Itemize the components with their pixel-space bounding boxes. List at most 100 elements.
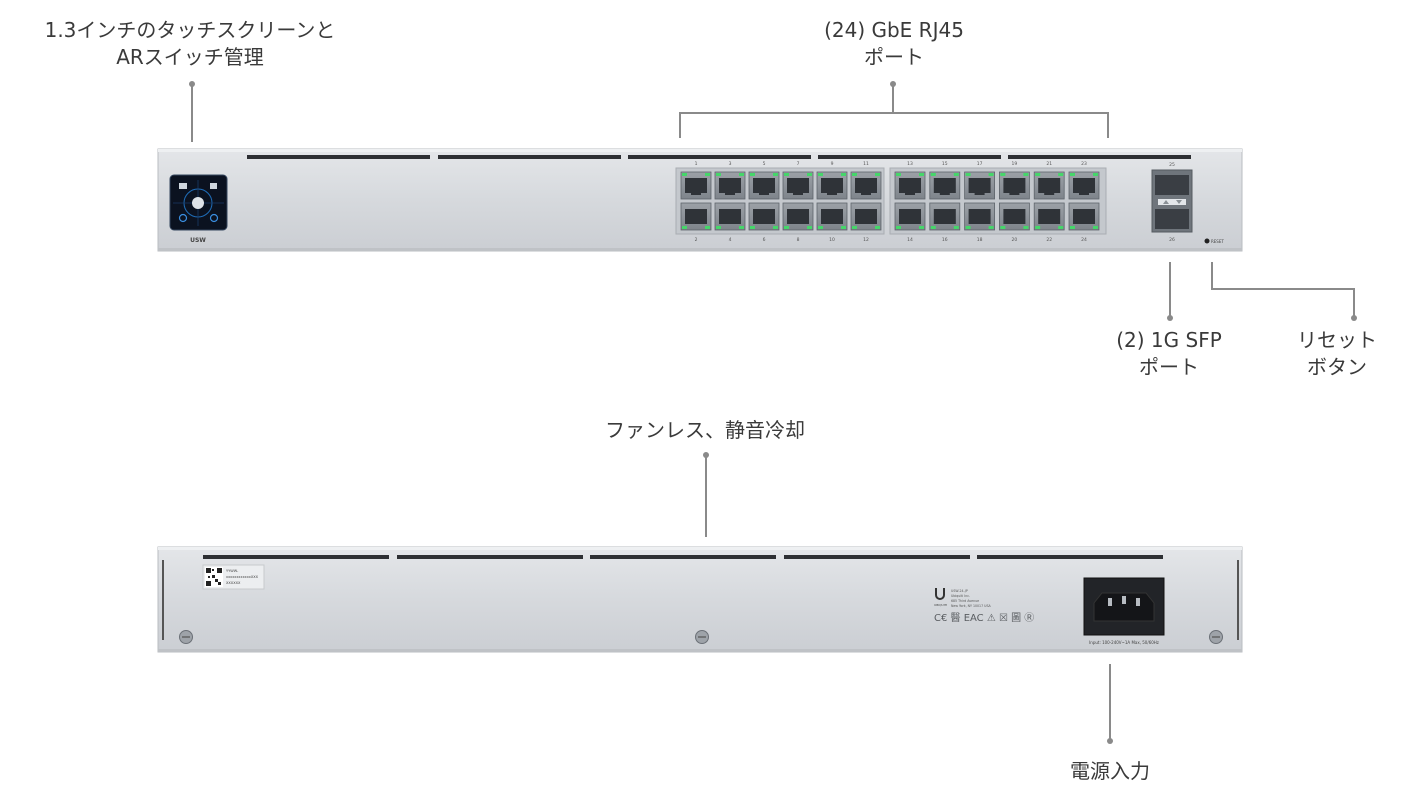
sfp-callout: (2) 1G SFP ポート [1099,327,1239,381]
activity-led [1023,226,1029,229]
port-number-24: 24 [1081,237,1087,243]
touchscreen-display[interactable] [169,174,228,231]
leader-lines [191,85,1355,740]
model-label: USW [190,237,206,244]
rj45-port-4[interactable] [714,202,746,231]
power-pin-left [1108,598,1112,606]
port-number-19: 19 [1012,161,1018,167]
port-number-22: 22 [1046,237,1052,243]
port-number-2: 2 [695,237,698,243]
activity-led [841,173,846,176]
sfp-callout-line1: (2) 1G SFP [1116,328,1222,352]
link-led [784,226,789,229]
rj45-port-6[interactable] [748,202,780,231]
rj45-port-20[interactable] [999,202,1030,231]
activity-led [841,226,846,229]
screen-top-right-icon [210,183,217,189]
port-number-16: 16 [942,237,948,243]
link-led [896,173,901,176]
link-led [750,173,755,176]
link-led [965,173,971,176]
activity-led [1093,173,1098,176]
rj45-port-24[interactable] [1068,202,1100,231]
rj45-port-8[interactable] [782,202,814,231]
activity-led [988,173,994,176]
sfp-number-25: 25 [1169,162,1175,168]
port-number-20: 20 [1012,237,1018,243]
link-led [716,226,721,229]
rear-panel: YYWW- xxxxxxxxxxxxXXX XXXXXX UBIQUITI US… [157,546,1243,653]
compliance-block: UBIQUITI USW-24-JP Ubiquiti Inc. 685 Thi… [934,588,1034,624]
sticker-line2: xxxxxxxxxxxxXXX [226,575,259,579]
rj45-port-17[interactable] [964,171,995,200]
activity-led [953,173,959,176]
link-led [818,226,823,229]
activity-led [875,173,880,176]
rj45-port-15[interactable] [929,171,961,200]
port-number-6: 6 [763,237,766,243]
link-led [750,226,755,229]
rj45-port-18[interactable] [964,202,995,231]
rj45-port-22[interactable] [1033,202,1065,231]
rj45-port-11[interactable] [850,171,882,200]
reset-button[interactable] [1204,238,1210,244]
certification-marks: C€ 醫 EAC ⚠ ☒ 圖 Ⓡ [934,612,1034,624]
rj45-port-23[interactable] [1068,171,1100,200]
rj45-port-1[interactable] [680,171,712,200]
link-led [896,226,901,229]
brand-line-2: Ubiquiti Inc. [951,594,970,598]
link-led [1035,173,1041,176]
activity-led [739,226,744,229]
port-number-5: 5 [763,161,766,167]
link-led [852,226,857,229]
activity-led [705,173,710,176]
port-number-13: 13 [907,161,913,167]
rj45-port-7[interactable] [782,171,814,200]
link-led [1070,173,1075,176]
rj45-port-2[interactable] [680,202,712,231]
rj45-port-5[interactable] [748,171,780,200]
power-callout: 電源入力 [1040,758,1180,785]
sfp-up-arrow-icon [1163,200,1169,204]
serial-sticker: YYWW- xxxxxxxxxxxxXXX XXXXXX [202,564,265,590]
rj45-port-21[interactable] [1033,171,1065,200]
rj45-port-array [680,171,1100,231]
rj45-port-10[interactable] [816,202,848,231]
rj45-port-19[interactable] [999,171,1030,200]
port-number-11: 11 [863,161,869,167]
rj45-port-12[interactable] [850,202,882,231]
port-number-17: 17 [977,161,983,167]
activity-led [953,226,959,229]
port-number-7: 7 [797,161,800,167]
link-led [818,173,823,176]
leader-dots [189,81,1357,744]
activity-led [1058,226,1064,229]
front-vents [247,155,1191,159]
touchscreen-callout: 1.3インチのタッチスクリーンと ARスイッチ管理 [20,17,360,71]
link-led [930,173,936,176]
rj45-port-9[interactable] [816,171,848,200]
ubiquiti-logo-icon [935,588,945,600]
brand-name: UBIQUITI [934,603,947,607]
home-icon [192,197,204,209]
rj45-port-16[interactable] [929,202,961,231]
front-panel: USW 123456789101112131415161718192021222… [157,148,1243,252]
rj45-port-14[interactable] [894,202,926,231]
sfp-port-25[interactable] [1155,175,1189,195]
sfp-down-arrow-icon [1176,200,1182,204]
port-number-8: 8 [797,237,800,243]
activity-led [807,226,812,229]
link-led [1000,226,1006,229]
rj45-port-3[interactable] [714,171,746,200]
port-number-3: 3 [729,161,732,167]
sfp-port-cage [1151,169,1193,233]
rear-screws [179,630,1223,644]
activity-led [1058,173,1064,176]
link-led [965,226,971,229]
port-number-15: 15 [942,161,948,167]
activity-led [919,173,924,176]
rear-vents [203,555,1163,559]
sfp-port-26[interactable] [1155,209,1189,229]
rj45-port-13[interactable] [894,171,926,200]
link-led [682,226,687,229]
